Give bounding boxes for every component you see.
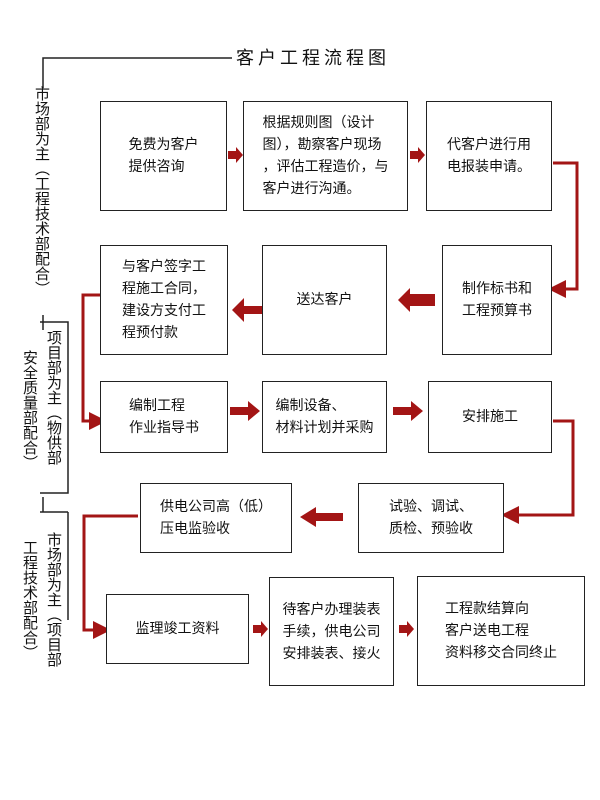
arrow-b1-b2 <box>228 147 243 163</box>
elbow-b9-b10 <box>501 419 575 524</box>
arrow-b4-b5 <box>398 288 435 312</box>
step-completion-docs: 监理竣工资料 <box>106 594 249 664</box>
section-brackets <box>40 57 232 620</box>
arrow-b5-b6 <box>232 298 262 322</box>
section-label-project-b: 安全质量部配合） <box>21 350 39 470</box>
arrow-b7-b8 <box>230 401 260 421</box>
flow-arrows <box>228 147 435 637</box>
arrow-b13-b14 <box>399 621 414 637</box>
section-label-market-2a: 市场部为主（项目部 <box>45 532 63 667</box>
step-power-application: 代客户进行用 电报装申请。 <box>426 101 552 211</box>
elbow-b3-b4 <box>548 161 579 298</box>
step-work-guide: 编制工程 作业指导书 <box>100 381 228 453</box>
elbow-b11-b12 <box>82 514 138 639</box>
section-label-market-1: 市场部为主（工程技术部配合） <box>33 86 51 296</box>
step-utility-acceptance: 供电公司高（低） 压电监验收 <box>140 483 292 553</box>
step-site-survey: 根据规则图（设计 图），勘察客户现场 ，评估工程造价，与 客户进行沟通。 <box>243 101 408 211</box>
step-deliver-client: 送达客户 <box>262 245 387 355</box>
step-material-plan: 编制设备、 材料计划并采购 <box>262 381 387 453</box>
step-sign-contract: 与客户签字工 程施工合同， 建设方支付工 程预付款 <box>100 245 228 355</box>
arrow-b10-b11 <box>300 507 343 527</box>
arrow-b12-b13 <box>253 621 268 637</box>
step-tender-budget: 制作标书和 工程预算书 <box>442 245 552 355</box>
elbow-b6-b7 <box>81 293 107 430</box>
step-arrange-construction: 安排施工 <box>428 381 552 453</box>
page-title: 客户工程流程图 <box>236 48 390 69</box>
arrow-b8-b9 <box>393 401 423 421</box>
step-test-inspect: 试验、调试、 质检、预验收 <box>358 483 504 553</box>
arrow-b2-b3 <box>410 147 425 163</box>
step-free-consult: 免费为客户 提供咨询 <box>100 101 227 211</box>
step-settlement: 工程款结算向 客户送电工程 资料移交合同终止 <box>417 576 585 686</box>
flow-elbows <box>81 161 579 639</box>
section-label-market-2b: 工程技术部配合） <box>21 540 39 660</box>
step-meter-install: 待客户办理装表 手续，供电公司 安排装表、接火 <box>269 577 394 686</box>
section-label-project-a: 项目部为主（物供部 <box>45 330 63 465</box>
